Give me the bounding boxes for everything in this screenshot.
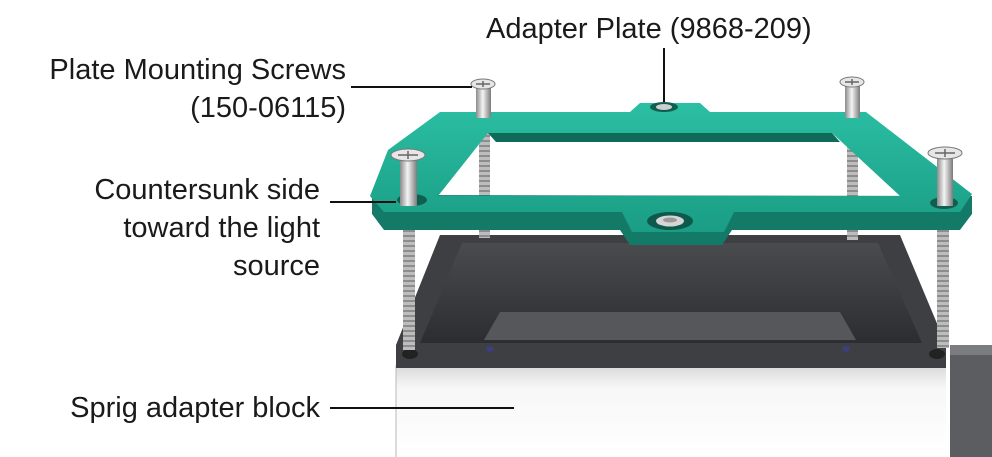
screw-icon xyxy=(937,205,949,348)
leader-lines xyxy=(330,48,665,409)
label-countersunk-line3: source xyxy=(232,250,320,282)
screw-icon xyxy=(847,118,858,240)
screw-heads xyxy=(390,76,963,206)
label-countersunk-line2: toward the light xyxy=(123,212,320,244)
label-sprig-block: Sprig adapter block xyxy=(70,392,320,424)
label-plate-screws-line1: Plate Mounting Screws xyxy=(49,54,346,86)
screw-icon xyxy=(479,120,490,238)
label-adapter-plate: Adapter Plate (9868-209) xyxy=(486,13,812,45)
screw-icon xyxy=(403,200,415,350)
adapter-plate xyxy=(370,102,972,245)
sprig-adapter-block xyxy=(395,235,992,457)
label-countersunk-line1: Countersunk side xyxy=(94,174,320,206)
screw-shafts xyxy=(403,118,949,350)
label-plate-screws-line2: (150-06115) xyxy=(190,92,346,124)
